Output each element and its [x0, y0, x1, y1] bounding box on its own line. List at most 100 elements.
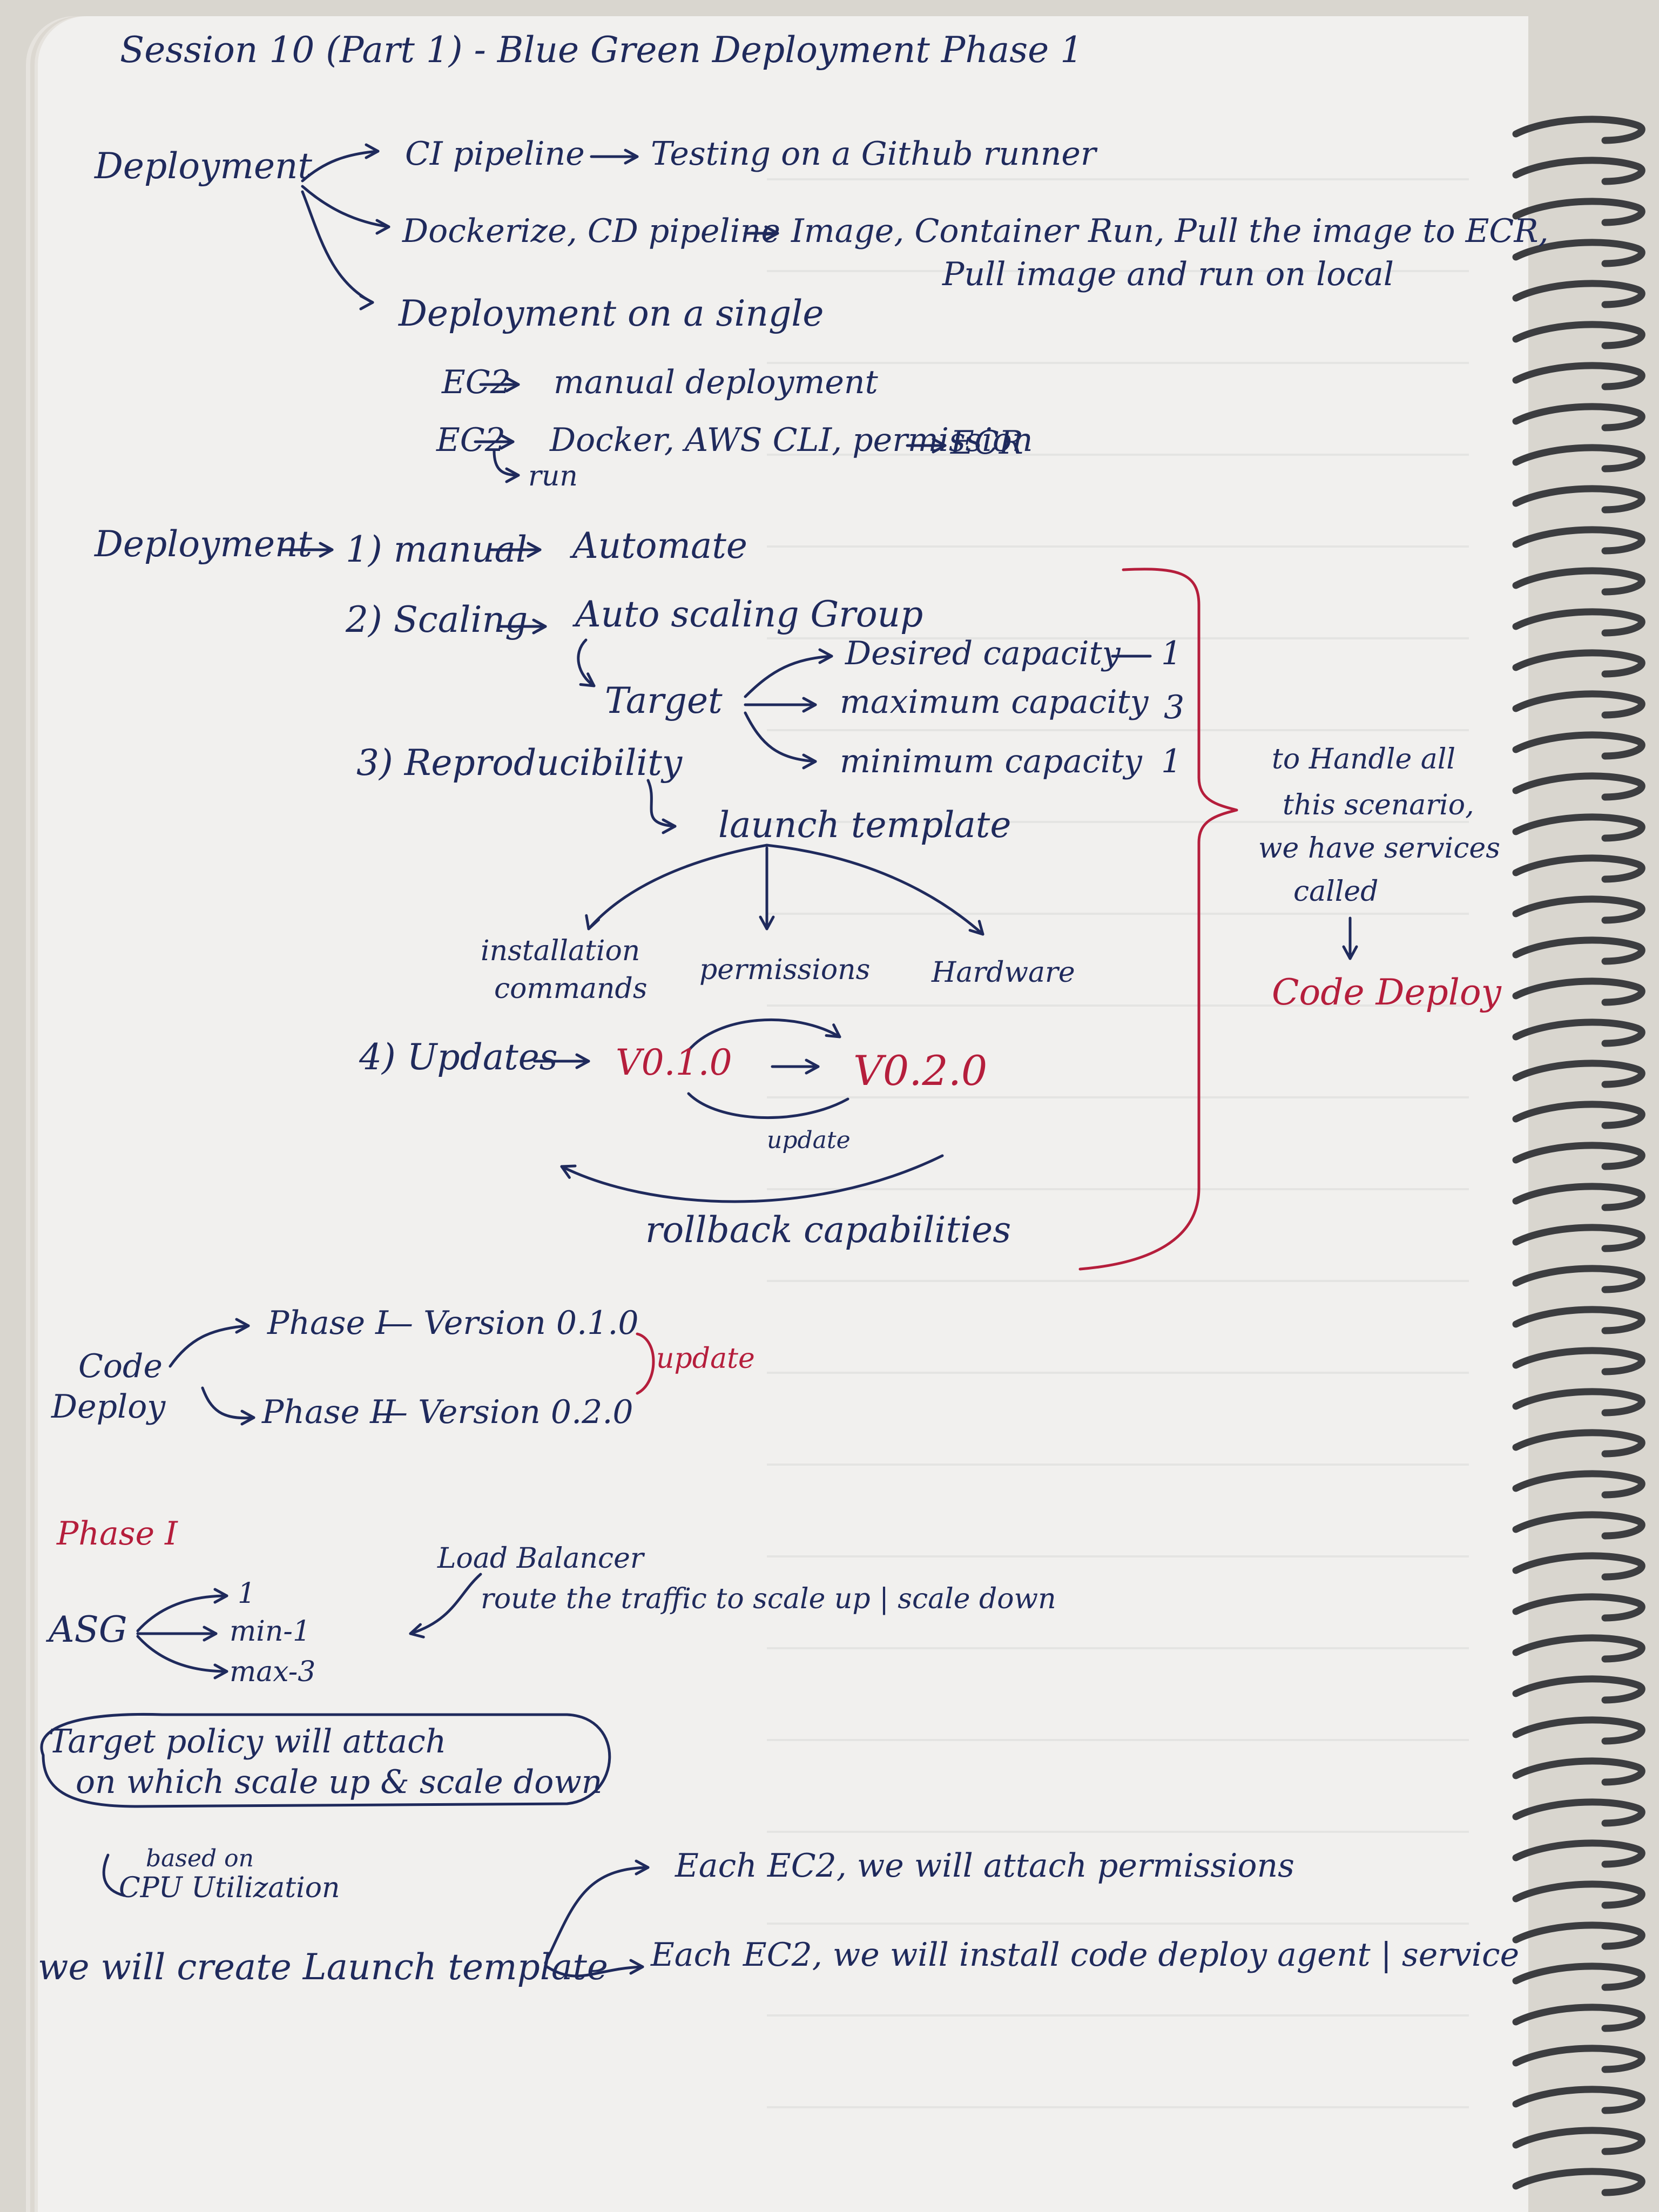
dockerize-detail-2: Pull image and run on local [942, 255, 1394, 293]
maximum-capacity-value: 3 [1164, 689, 1185, 726]
spiral-coil [1512, 1019, 1645, 1047]
version-020-label: V0.2.0 [853, 1047, 988, 1095]
spiral-coil [1512, 1142, 1645, 1170]
phase1-tag: Phase I [57, 1515, 178, 1553]
policy-line-2: on which scale up & scale down [76, 1763, 603, 1801]
spiral-coil [1512, 1675, 1645, 1704]
spiral-coil [1512, 854, 1645, 883]
deployment-root-label-2: Deployment [95, 523, 313, 565]
spiral-coil [1512, 1429, 1645, 1458]
maximum-capacity-label: maximum capacity [840, 683, 1149, 721]
spiral-coil [1512, 895, 1645, 924]
ec2-label-2: EC2 [436, 421, 505, 459]
policy-line-1: Target policy will attach [49, 1723, 447, 1761]
target-label: Target [605, 680, 723, 721]
launch-item-permissions: Each EC2, we will attach permissions [675, 1847, 1294, 1885]
spiral-coil [1512, 1060, 1645, 1088]
spiral-coil [1512, 772, 1645, 801]
phase2-version: — Version 0.2.0 [375, 1393, 633, 1431]
spiral-coil [1512, 1224, 1645, 1252]
desired-capacity-label: Desired capacity [845, 635, 1121, 672]
spiral-coil [1512, 690, 1645, 719]
spiral-coil [1512, 2004, 1645, 2032]
spiral-coil [1512, 198, 1645, 226]
manual-deployment-label: manual deployment [554, 363, 878, 401]
spiral-coil [1512, 116, 1645, 144]
permissions-label: permissions [699, 954, 871, 986]
spiral-coil [1512, 608, 1645, 637]
dockerize-label: Dockerize, CD pipeline [402, 212, 780, 250]
spiral-coil [1512, 1593, 1645, 1622]
spiral-coil [1512, 526, 1645, 555]
side-note-line-4: called [1293, 875, 1379, 908]
spiral-coil [1512, 567, 1645, 596]
update-red-label: update [656, 1343, 755, 1375]
spiral-coil [1512, 1306, 1645, 1334]
update-label: update [767, 1127, 851, 1154]
spiral-coil [1512, 1511, 1645, 1540]
based-on-label: based on [146, 1845, 254, 1872]
single-deployment-label: Deployment on a single [399, 293, 824, 334]
spiral-coil [1512, 977, 1645, 1006]
side-note-line-2: this scenario, [1283, 789, 1474, 821]
spiral-coil [1512, 1963, 1645, 1991]
spiral-coil [1512, 1634, 1645, 1663]
spiral-binding [1512, 116, 1645, 2196]
deployment-root-label: Deployment [95, 145, 313, 187]
spiral-coil [1512, 2045, 1645, 2073]
run-label: run [528, 460, 578, 493]
rollback-label: rollback capabilities [645, 1209, 1011, 1251]
automate-label: Automate [572, 525, 747, 567]
spiral-coil [1512, 444, 1645, 473]
spiral-coil [1512, 403, 1645, 431]
spiral-coil [1512, 1470, 1645, 1499]
spiral-coil [1512, 1880, 1645, 1909]
commands-label: commands [494, 973, 648, 1005]
asg-item-min: min-1 [230, 1615, 311, 1648]
code-deploy-service: Code Deploy [1272, 972, 1501, 1013]
asg-item-max: max-3 [230, 1656, 316, 1688]
spiral-coil [1512, 239, 1645, 267]
load-balancer-label: Load Balancer [437, 1542, 644, 1575]
spiral-coil [1512, 1552, 1645, 1581]
installation-label: installation [481, 935, 640, 967]
spiral-coil [1512, 1388, 1645, 1417]
spiral-coil [1512, 1347, 1645, 1375]
spiral-coil [1512, 813, 1645, 842]
ci-pipeline-detail: Testing on a Github runner [651, 135, 1096, 173]
minimum-capacity-value: 1 [1161, 743, 1182, 780]
docker-cli-permission-label: Docker, AWS CLI, permission [550, 421, 1033, 459]
spiral-coil [1512, 731, 1645, 760]
spiral-coil [1512, 1798, 1645, 1827]
scaling-label: 2) Scaling [346, 599, 528, 640]
auto-scaling-group-label: Auto scaling Group [575, 594, 923, 635]
deploy-label: Deploy [51, 1388, 166, 1426]
spiral-coil [1512, 1101, 1645, 1129]
version-010-label: V0.1.0 [616, 1042, 732, 1083]
ec2-label-1: EC2 [442, 363, 511, 401]
launch-template-root: we will create Launch template [38, 1946, 608, 1988]
spiral-coil [1512, 1839, 1645, 1868]
cpu-utilization-label: CPU Utilization [119, 1872, 340, 1904]
launch-template-label: launch template [718, 804, 1011, 846]
ecr-label: ECR [950, 424, 1023, 462]
dockerize-detail: Image, Container Run, Pull the image to … [791, 212, 1549, 250]
spiral-coil [1512, 2127, 1645, 2155]
reproducibility-label: 3) Reproducibility [356, 742, 683, 784]
hardware-label: Hardware [932, 956, 1075, 989]
spiral-coil [1512, 362, 1645, 390]
updates-label: 4) Updates [359, 1036, 558, 1078]
spiral-coil [1512, 157, 1645, 185]
phase1-label: Phase I [267, 1304, 388, 1342]
spiral-coil [1512, 1183, 1645, 1211]
launch-item-agent: Each EC2, we will install code deploy ag… [651, 1936, 1520, 1974]
spiral-coil [1512, 1757, 1645, 1786]
spiral-coil [1512, 2168, 1645, 2196]
side-note-line-1: to Handle all [1272, 743, 1456, 775]
load-balancer-description: route the traffic to scale up | scale do… [481, 1583, 1056, 1615]
asg-item-1: 1 [238, 1577, 256, 1610]
spiral-coil [1512, 649, 1645, 678]
ci-pipeline-label: CI pipeline [405, 135, 585, 173]
spiral-coil [1512, 1265, 1645, 1293]
page-title: Session 10 (Part 1) - Blue Green Deploym… [120, 29, 1083, 71]
